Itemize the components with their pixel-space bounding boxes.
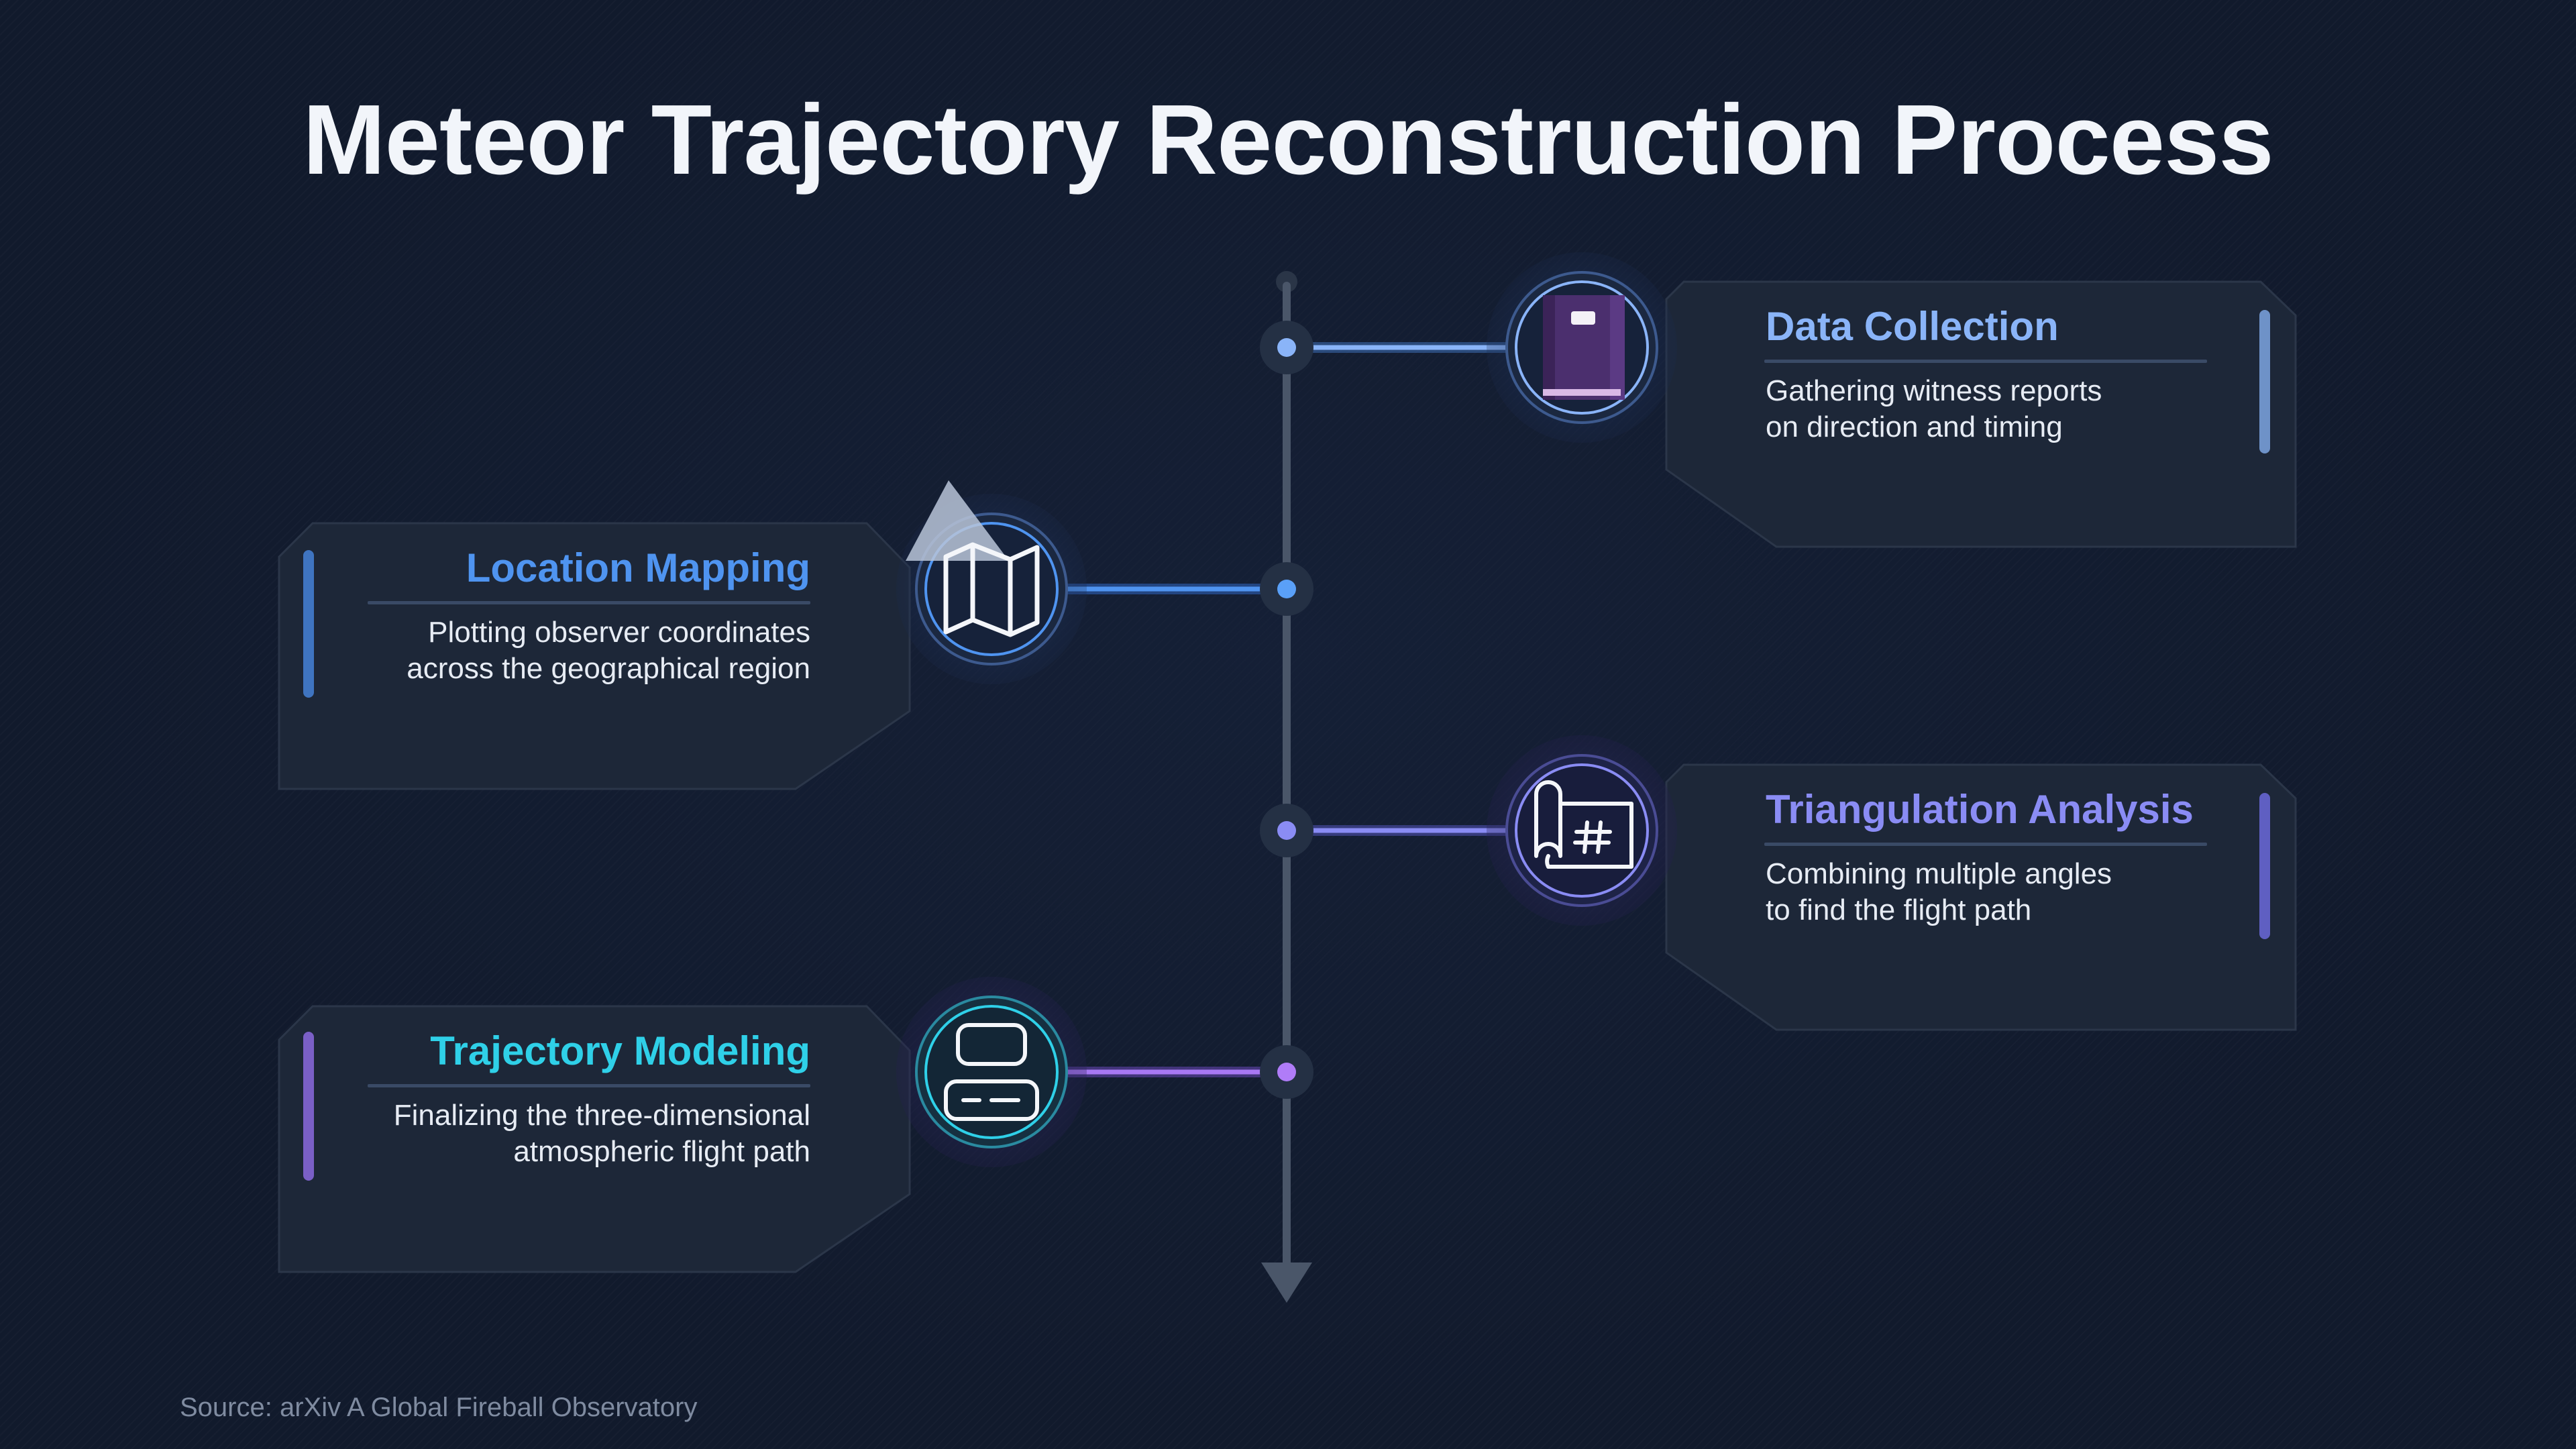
card-content-location-mapping: Location Mapping Plotting observer coord… bbox=[327, 546, 810, 687]
description-line: Plotting observer coordinates bbox=[428, 616, 810, 649]
step-title: Trajectory Modeling bbox=[430, 1028, 810, 1073]
accent-bar-data-collection bbox=[2259, 310, 2270, 453]
step-description: Combining multiple angles to find the fl… bbox=[1766, 856, 2249, 928]
description-line: Finalizing the three-dimensional bbox=[393, 1099, 810, 1132]
step-description: Finalizing the three-dimensional atmosph… bbox=[327, 1097, 810, 1170]
card-content-triangulation-analysis: Triangulation Analysis Combining multipl… bbox=[1766, 788, 2249, 928]
timeline-arrowhead bbox=[1261, 1263, 1312, 1303]
description-line: Combining multiple angles bbox=[1766, 857, 2112, 890]
step-data-collection bbox=[1260, 252, 2297, 548]
accent-bar-location-mapping bbox=[303, 550, 314, 698]
step-triangulation-analysis bbox=[1260, 735, 2297, 1031]
step-location-mapping bbox=[278, 480, 1313, 790]
step-description: Plotting observer coordinates across the… bbox=[327, 614, 810, 687]
book-icon bbox=[1543, 295, 1625, 400]
step-title: Triangulation Analysis bbox=[1766, 787, 2194, 832]
step-title: Location Mapping bbox=[466, 545, 810, 590]
description-line: Gathering witness reports bbox=[1766, 374, 2102, 407]
page-title: Meteor Trajectory Reconstruction Process bbox=[303, 85, 2273, 195]
card-content-trajectory-modeling: Trajectory Modeling Finalizing the three… bbox=[327, 1029, 810, 1170]
step-trajectory-modeling bbox=[278, 977, 1313, 1273]
description-line: to find the flight path bbox=[1766, 894, 2032, 926]
layout-icon bbox=[944, 1023, 1039, 1121]
timeline-spine bbox=[1261, 271, 1312, 1303]
card-location-mapping bbox=[278, 522, 911, 790]
description-line: atmospheric flight path bbox=[513, 1135, 810, 1168]
blueprint-icon bbox=[1534, 780, 1633, 869]
accent-bar-triangulation-analysis bbox=[2259, 793, 2270, 939]
card-content-data-collection: Data Collection Gathering witness report… bbox=[1766, 305, 2249, 445]
description-line: across the geographical region bbox=[407, 652, 810, 685]
accent-bar-trajectory-modeling bbox=[303, 1032, 314, 1181]
map-icon bbox=[943, 542, 1040, 637]
source-caption: Source: arXiv A Global Fireball Observat… bbox=[180, 1393, 698, 1422]
step-title: Data Collection bbox=[1766, 304, 2059, 349]
triangle-marker-icon bbox=[906, 480, 1009, 561]
step-description: Gathering witness reports on direction a… bbox=[1766, 373, 2249, 445]
description-line: on direction and timing bbox=[1766, 411, 2063, 443]
card-trajectory-modeling bbox=[278, 1005, 911, 1273]
